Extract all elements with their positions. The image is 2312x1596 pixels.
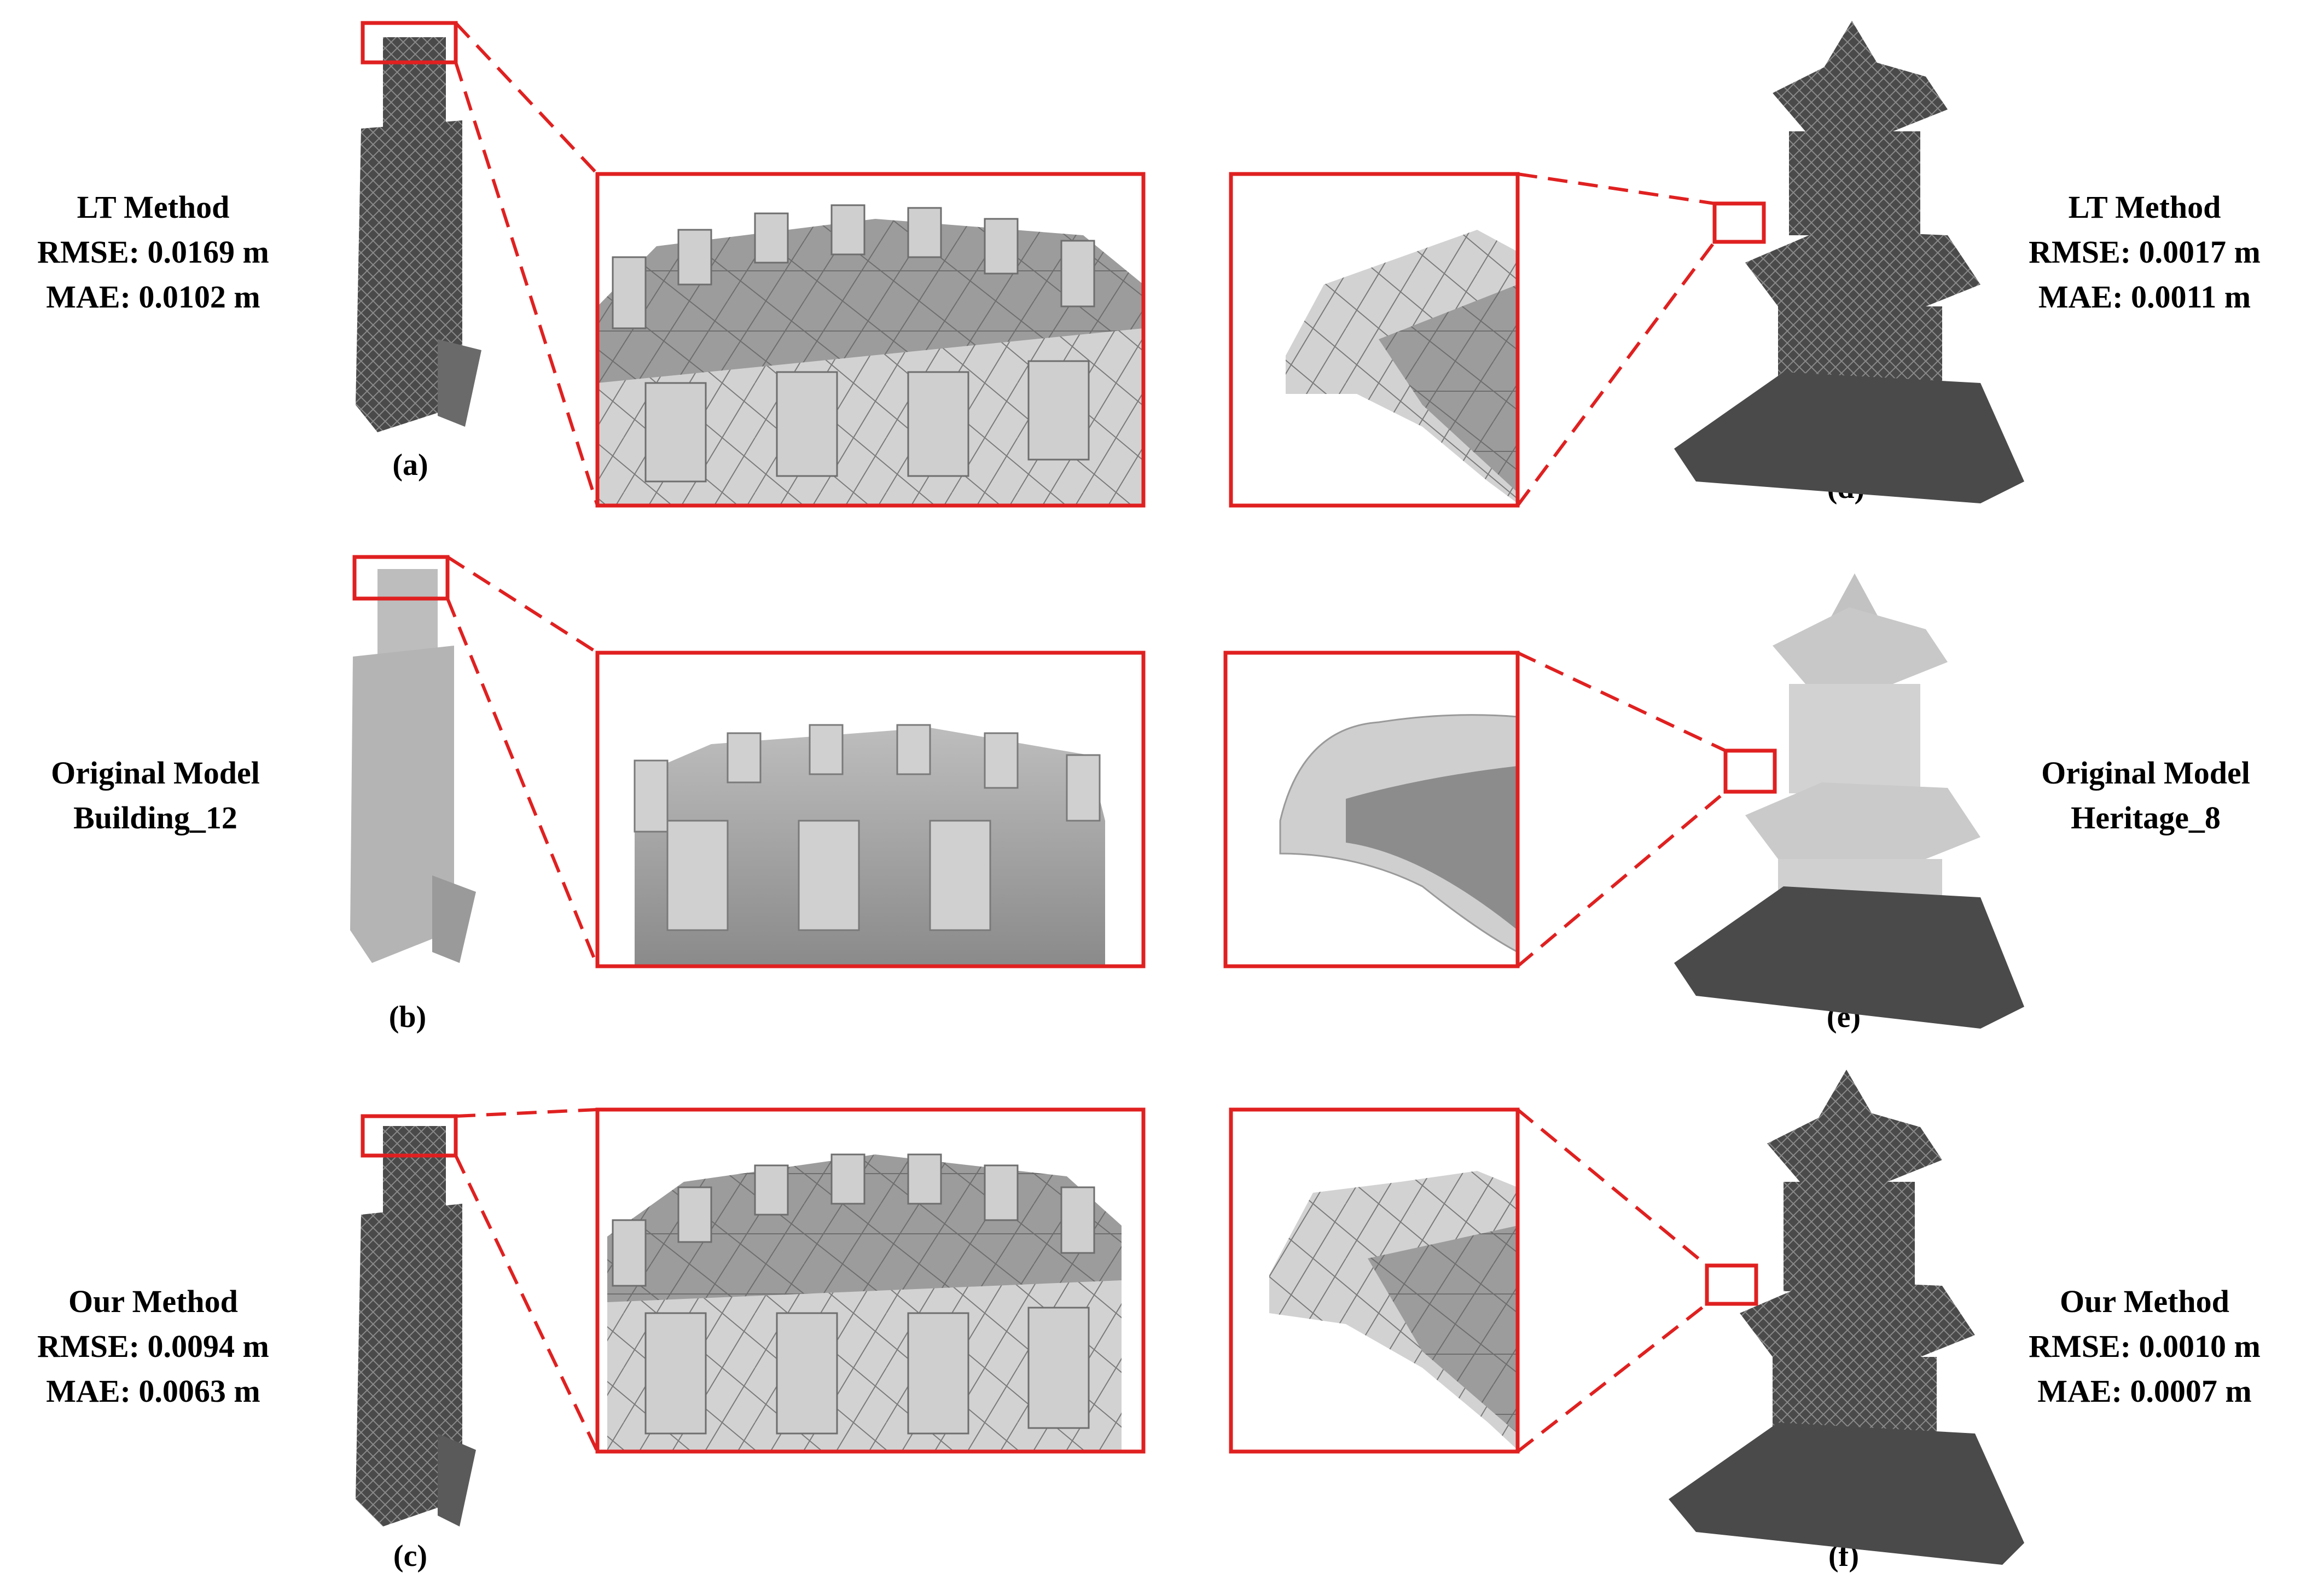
pagoda-model-lt bbox=[1674, 21, 2024, 503]
right-caption-line: MAE: 0.0007 m bbox=[2037, 1373, 2251, 1409]
left-caption-line: RMSE: 0.0094 m bbox=[37, 1328, 269, 1364]
subfigure-label: (a) bbox=[392, 448, 428, 482]
inset-tower-c bbox=[595, 1107, 1146, 1454]
right-caption-line: RMSE: 0.0010 m bbox=[2029, 1328, 2261, 1364]
left-caption-line: LT Method bbox=[77, 189, 230, 225]
right-caption-line: RMSE: 0.0017 m bbox=[2029, 234, 2261, 270]
zoom-box-pagoda-f bbox=[1705, 1263, 1758, 1306]
subfigure-label: (c) bbox=[393, 1539, 427, 1573]
zoom-box-tower-a bbox=[361, 21, 458, 65]
pagoda-model-original bbox=[1674, 573, 2024, 1029]
tower-model-lt bbox=[356, 37, 481, 432]
right-caption-line: MAE: 0.0011 m bbox=[2038, 279, 2251, 315]
left-caption-line: MAE: 0.0063 m bbox=[46, 1373, 260, 1409]
left-caption-line: MAE: 0.0102 m bbox=[46, 279, 260, 315]
left-caption-line: Building_12 bbox=[73, 800, 237, 835]
right-caption-line: Our Method bbox=[2060, 1284, 2229, 1319]
zoom-box-tower-b bbox=[352, 555, 450, 601]
inset-tower-b bbox=[595, 651, 1146, 968]
inset-tower-a bbox=[595, 172, 1146, 508]
inset-pagoda-d bbox=[1229, 172, 1520, 508]
subfigure-label: (b) bbox=[389, 1000, 426, 1034]
zoom-box-tower-c bbox=[361, 1114, 458, 1158]
tower-model-ours bbox=[356, 1126, 476, 1527]
tower-model-original bbox=[350, 569, 476, 963]
zoom-box-pagoda-d bbox=[1712, 201, 1766, 244]
right-caption-line: LT Method bbox=[2069, 189, 2221, 225]
left-caption-line: RMSE: 0.0169 m bbox=[37, 234, 269, 270]
pagoda-model-ours bbox=[1669, 1070, 2024, 1565]
left-caption-line: Our Method bbox=[68, 1284, 238, 1319]
inset-pagoda-e bbox=[1223, 651, 1520, 968]
inset-pagoda-f bbox=[1229, 1107, 1520, 1454]
right-caption-line: Original Model bbox=[2041, 755, 2250, 791]
zoom-box-pagoda-e bbox=[1723, 748, 1777, 794]
right-caption-line: Heritage_8 bbox=[2071, 800, 2221, 835]
left-caption-line: Original Model bbox=[51, 755, 260, 791]
